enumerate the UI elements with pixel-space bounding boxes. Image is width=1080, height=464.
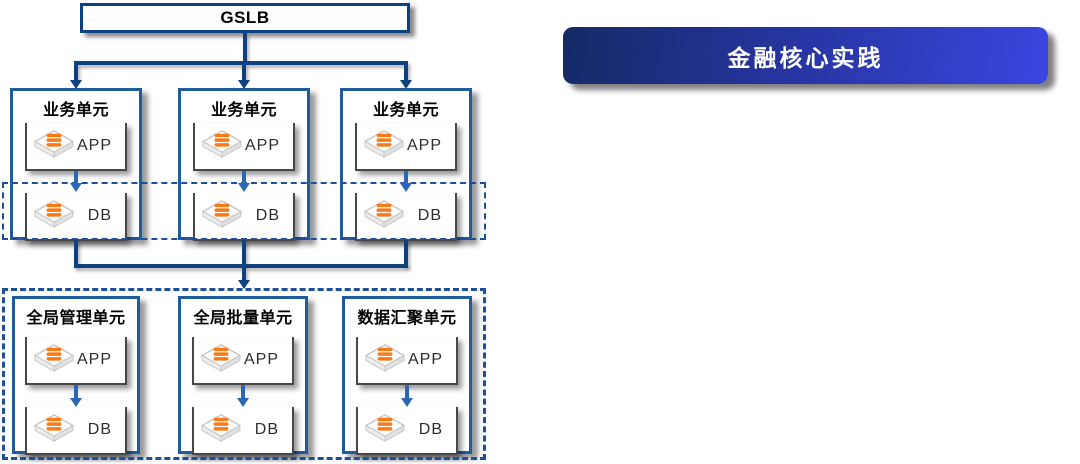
app-node: APP <box>355 123 457 171</box>
node-label: DB <box>418 421 443 438</box>
node-label: APP <box>243 351 279 368</box>
db-node: DB <box>25 407 127 455</box>
server-stack-icon <box>201 343 241 377</box>
flow-line <box>241 385 245 399</box>
node-label: DB <box>417 207 442 224</box>
unit-title: 全局批量单元 <box>193 310 293 327</box>
connector-stub <box>74 240 78 266</box>
gslb-label: GSLB <box>220 8 270 27</box>
flow-arrow-icon <box>70 398 82 407</box>
node-label: APP <box>244 137 280 154</box>
unit-title: 业务单元 <box>42 102 109 119</box>
connector-stub <box>74 64 78 81</box>
db-node: DB <box>193 193 295 241</box>
unit-title: 全局管理单元 <box>26 310 126 327</box>
server-stack-icon <box>364 199 404 233</box>
unit-title: 业务单元 <box>210 102 277 119</box>
server-stack-icon <box>201 413 241 447</box>
connector-stub <box>242 64 246 81</box>
gslb-box: GSLB <box>80 3 410 33</box>
connector-bottom-bus <box>74 264 408 268</box>
connector-gslb-drop <box>243 33 247 61</box>
server-stack-icon <box>365 413 405 447</box>
node-label: DB <box>87 207 112 224</box>
banner-title: 金融核心实践 <box>727 44 884 71</box>
flow-line <box>405 385 409 399</box>
banner-financial-core-practice: 金融核心实践 <box>563 27 1048 84</box>
flow-arrow-icon <box>401 398 413 407</box>
server-stack-icon <box>365 343 405 377</box>
unit-title: 业务单元 <box>372 102 439 119</box>
node-label: DB <box>255 207 280 224</box>
business-unit-2: 业务单元 APP DB <box>178 88 310 241</box>
flow-line <box>404 171 408 184</box>
arrow-down-icon <box>238 80 250 89</box>
server-stack-icon <box>202 129 242 163</box>
global-unit-management: 全局管理单元 APP DB <box>12 296 140 455</box>
node-label: APP <box>406 137 442 154</box>
global-unit-batch: 全局批量单元 APP DB <box>178 296 308 455</box>
node-label: DB <box>254 421 279 438</box>
server-stack-icon <box>34 129 74 163</box>
arrow-down-icon <box>238 280 250 289</box>
connector-stub <box>242 240 246 266</box>
unit-title: 数据汇聚单元 <box>357 310 457 327</box>
connector-stub <box>404 240 408 266</box>
app-node: APP <box>25 337 127 385</box>
server-stack-icon <box>364 129 404 163</box>
business-unit-3: 业务单元 APP DB <box>340 88 472 241</box>
db-node: DB <box>356 407 458 455</box>
flow-line <box>74 385 78 399</box>
app-node: APP <box>25 123 127 171</box>
flow-arrow-icon <box>237 398 249 407</box>
flow-arrow-icon <box>238 183 250 192</box>
arrow-down-icon <box>400 80 412 89</box>
db-node: DB <box>192 407 294 455</box>
node-label: APP <box>76 351 112 368</box>
flow-arrow-icon <box>70 183 82 192</box>
flow-line <box>74 171 78 184</box>
db-node: DB <box>355 193 457 241</box>
connector-top-bus <box>74 61 408 65</box>
server-stack-icon <box>34 343 74 377</box>
node-label: DB <box>87 421 112 438</box>
node-label: APP <box>407 351 443 368</box>
server-stack-icon <box>34 413 74 447</box>
db-node: DB <box>25 193 127 241</box>
business-unit-1: 业务单元 APP DB <box>10 88 142 241</box>
app-node: APP <box>192 337 294 385</box>
flow-line <box>242 171 246 184</box>
flow-arrow-icon <box>400 183 412 192</box>
server-stack-icon <box>202 199 242 233</box>
app-node: APP <box>356 337 458 385</box>
connector-stub <box>404 64 408 81</box>
global-unit-aggregation: 数据汇聚单元 APP DB <box>342 296 472 455</box>
connector-center-drop <box>242 268 246 281</box>
node-label: APP <box>76 137 112 154</box>
server-stack-icon <box>34 199 74 233</box>
arrow-down-icon <box>70 80 82 89</box>
app-node: APP <box>193 123 295 171</box>
